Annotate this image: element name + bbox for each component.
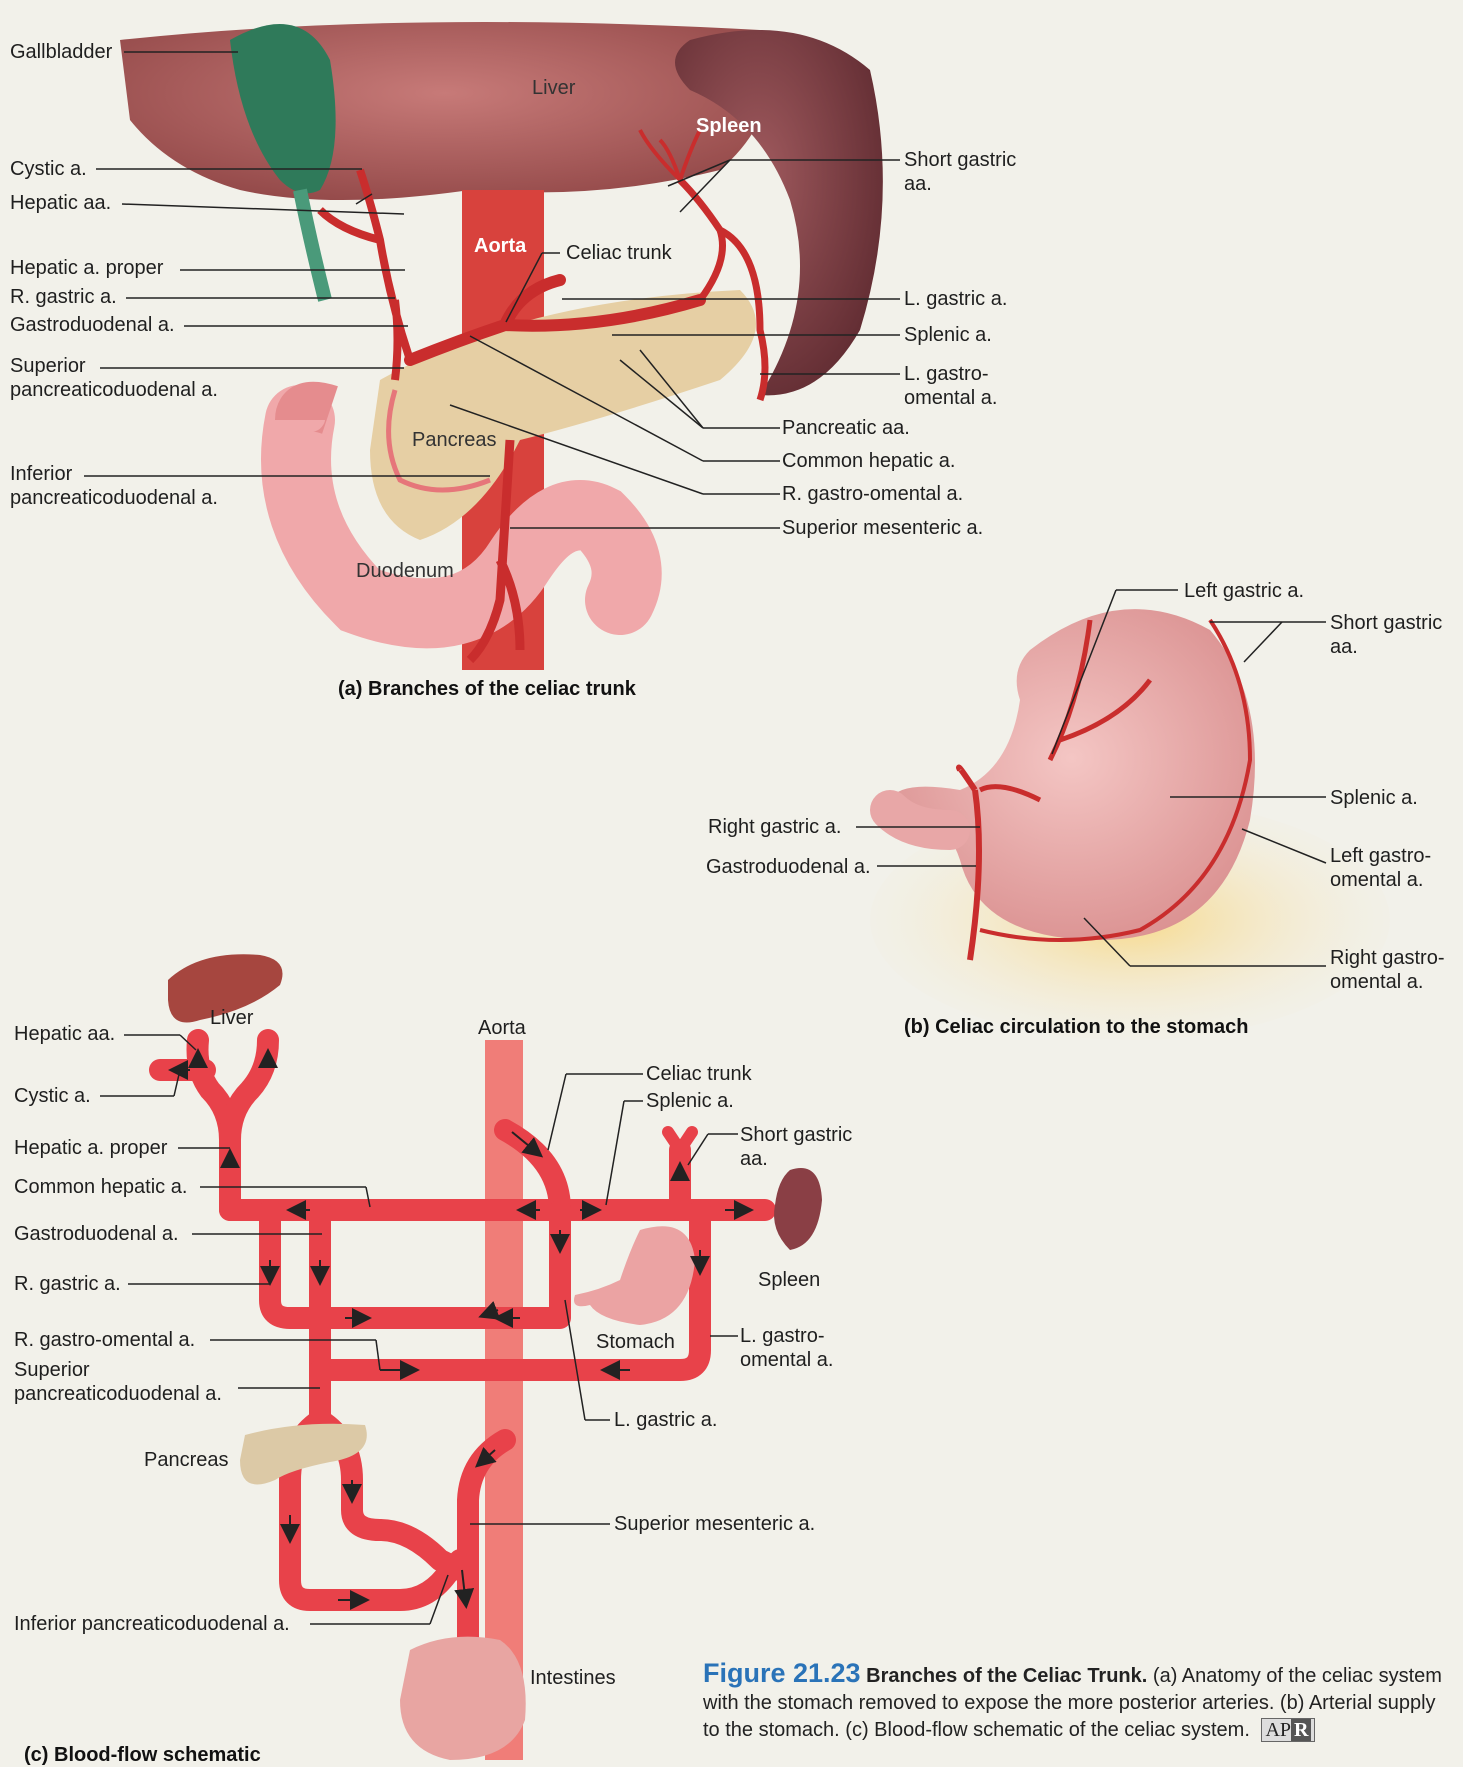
label-c-celiac-trunk: Celiac trunk — [646, 1062, 752, 1086]
label-celiac-trunk: Celiac trunk — [566, 241, 672, 265]
label-common-hepatic: Common hepatic a. — [782, 449, 955, 473]
label-r-gastro-omental: R. gastro-omental a. — [782, 482, 963, 506]
apr-badge-r: R — [1291, 1719, 1311, 1741]
label-pancreas: Pancreas — [412, 428, 497, 452]
label-gastroduodenal: Gastroduodenal a. — [10, 313, 175, 337]
label-liver: Liver — [532, 76, 575, 100]
label-c-common-hepatic: Common hepatic a. — [14, 1175, 187, 1199]
caption-panel-b: (b) Celiac circulation to the stomach — [904, 1016, 1249, 1039]
stomach-stump — [300, 407, 330, 420]
label-b-splenic: Splenic a. — [1330, 786, 1418, 810]
label-b-right-gastric: Right gastric a. — [708, 815, 841, 839]
label-cystic: Cystic a. — [10, 157, 87, 181]
label-c-r-gastro-omental: R. gastro-omental a. — [14, 1328, 195, 1352]
label-aorta: Aorta — [474, 234, 526, 258]
label-c-r-gastric: R. gastric a. — [14, 1272, 121, 1296]
label-l-gastric: L. gastric a. — [904, 287, 1007, 311]
label-sup-mesenteric: Superior mesenteric a. — [782, 516, 983, 540]
label-hepatic-aa: Hepatic aa. — [10, 191, 111, 215]
label-duodenum: Duodenum — [356, 559, 454, 583]
label-c-short-gastric: Short gastric aa. — [740, 1123, 860, 1171]
intestines-icon-shape — [400, 1637, 526, 1760]
label-c-l-gastro-omental: L. gastro- omental a. — [740, 1324, 860, 1372]
label-splenic: Splenic a. — [904, 323, 992, 347]
label-pancreatic: Pancreatic aa. — [782, 416, 910, 440]
label-c-cystic: Cystic a. — [14, 1084, 91, 1108]
caption-panel-c: (c) Blood-flow schematic — [24, 1744, 261, 1767]
label-c-spleen: Spleen — [758, 1268, 820, 1292]
label-b-right-gastro-omental: Right gastro- omental a. — [1330, 946, 1458, 994]
label-c-l-gastric: L. gastric a. — [614, 1408, 717, 1432]
panel-a-illustration — [120, 22, 883, 670]
label-c-stomach: Stomach — [596, 1330, 675, 1354]
spleen-icon-shape — [774, 1168, 822, 1250]
label-b-left-gastro-omental: Left gastro- omental a. — [1330, 844, 1450, 892]
label-c-splenic: Splenic a. — [646, 1089, 734, 1113]
cystic-duct — [300, 190, 325, 300]
label-c-hepatic-aa: Hepatic aa. — [14, 1022, 115, 1046]
label-c-inf-pd: Inferior pancreaticoduodenal a. — [14, 1612, 290, 1636]
label-c-intestines: Intestines — [530, 1666, 616, 1690]
hepatic-vessels — [320, 170, 410, 380]
figure-caption: Figure 21.23 Branches of the Celiac Trun… — [703, 1660, 1443, 1744]
label-b-short-gastric: Short gastric aa. — [1330, 611, 1450, 659]
label-short-gastric: Short gastric aa. — [904, 148, 1024, 196]
label-inf-pd: Inferior pancreaticoduodenal a. — [10, 462, 250, 510]
panel-b-illustration — [870, 609, 1390, 1040]
label-c-pancreas: Pancreas — [144, 1448, 229, 1472]
label-b-left-gastric: Left gastric a. — [1184, 579, 1304, 603]
label-gallbladder: Gallbladder — [10, 40, 112, 64]
label-sup-pd: Superior pancreaticoduodenal a. — [10, 354, 250, 402]
label-r-gastric: R. gastric a. — [10, 285, 117, 309]
figure-number: Figure 21.23 — [703, 1658, 861, 1688]
label-spleen: Spleen — [696, 114, 762, 138]
label-c-sup-mesenteric: Superior mesenteric a. — [614, 1512, 815, 1536]
caption-panel-a: (a) Branches of the celiac trunk — [338, 678, 636, 701]
stomach-icon-shape — [574, 1226, 695, 1325]
apr-badge-ap: AP — [1265, 1719, 1291, 1741]
label-hepatic-proper: Hepatic a. proper — [10, 256, 163, 280]
label-c-sup-pd: Superior pancreaticoduodenal a. — [14, 1358, 254, 1406]
label-c-aorta: Aorta — [478, 1016, 526, 1040]
label-c-hepatic-proper: Hepatic a. proper — [14, 1136, 167, 1160]
label-b-gastroduodenal: Gastroduodenal a. — [706, 855, 871, 879]
label-c-liver: Liver — [210, 1006, 253, 1030]
label-c-gastroduodenal: Gastroduodenal a. — [14, 1222, 179, 1246]
label-l-gastro-omental: L. gastro- omental a. — [904, 362, 1014, 410]
figure-title: Branches of the Celiac Trunk. — [866, 1665, 1147, 1687]
